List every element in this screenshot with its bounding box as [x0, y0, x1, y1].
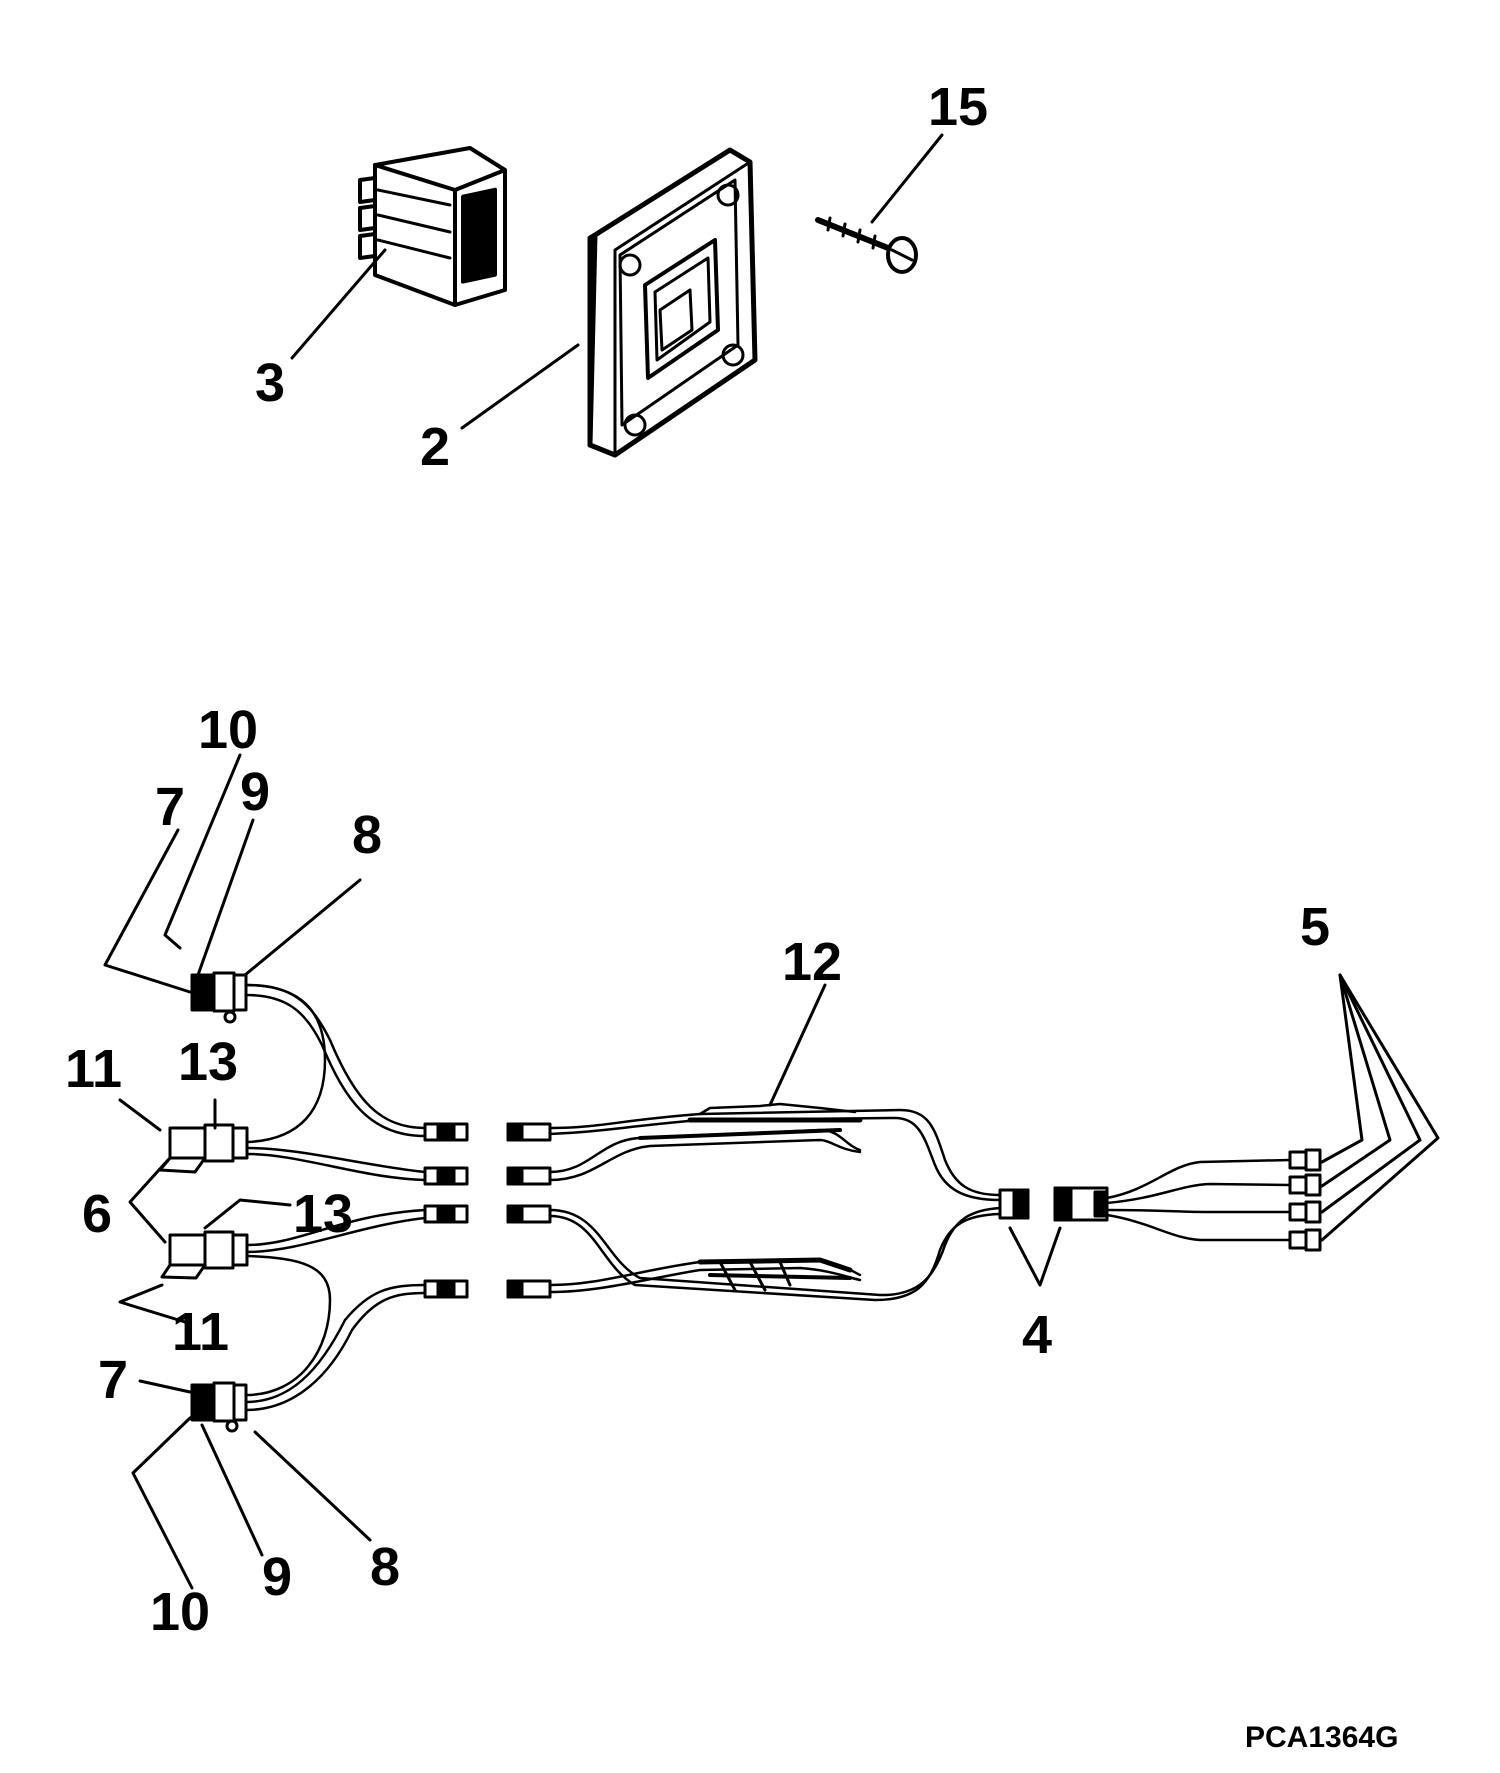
- leader-lines-top: [290, 133, 944, 430]
- callout-5: 5: [1300, 897, 1331, 957]
- inline-terminals-right: [506, 1122, 552, 1299]
- callout-7-bottom: 7: [98, 1350, 129, 1410]
- lower-wire-bundle: [548, 1206, 1002, 1302]
- output-wires: [1105, 1158, 1292, 1242]
- callout-13-upper: 13: [178, 1032, 239, 1092]
- callout-15: 15: [928, 77, 989, 137]
- main-connector-pair: [998, 1186, 1109, 1222]
- callout-6: 6: [82, 1184, 113, 1244]
- callout-8-top: 8: [352, 805, 383, 865]
- callout-9-top: 9: [240, 762, 271, 822]
- callout-10-bottom: 10: [150, 1582, 211, 1642]
- leader-lines-harness: [103, 753, 1440, 1590]
- callout-8-bottom: 8: [370, 1537, 401, 1597]
- callout-11-upper: 11: [65, 1039, 123, 1099]
- inline-terminals-left: [423, 1122, 469, 1299]
- callout-3: 3: [255, 353, 286, 413]
- harness-wires: [244, 983, 427, 1412]
- rocker-switch: [358, 146, 507, 307]
- screw: [815, 216, 918, 274]
- callout-2: 2: [420, 417, 451, 477]
- wiring-harness: [158, 971, 1322, 1433]
- callout-9-bottom: 9: [262, 1547, 293, 1607]
- connector-bottom: [190, 1381, 248, 1433]
- callout-10-top: 10: [198, 700, 259, 760]
- callout-13-lower: 13: [293, 1184, 354, 1244]
- callout-11-lower: 11: [172, 1302, 230, 1362]
- callout-12: 12: [782, 932, 843, 992]
- switch-mounting-plate: [587, 147, 758, 458]
- upper-wire-bundle: [548, 1102, 1002, 1202]
- connector-mid-upper: [158, 1123, 249, 1174]
- callout-4: 4: [1022, 1305, 1053, 1365]
- connector-top: [190, 971, 248, 1024]
- connector-mid-lower: [160, 1230, 249, 1280]
- ring-terminals: [1288, 1148, 1322, 1252]
- drawing-code: PCA1364G: [1245, 1721, 1399, 1754]
- callout-7-top: 7: [155, 777, 186, 837]
